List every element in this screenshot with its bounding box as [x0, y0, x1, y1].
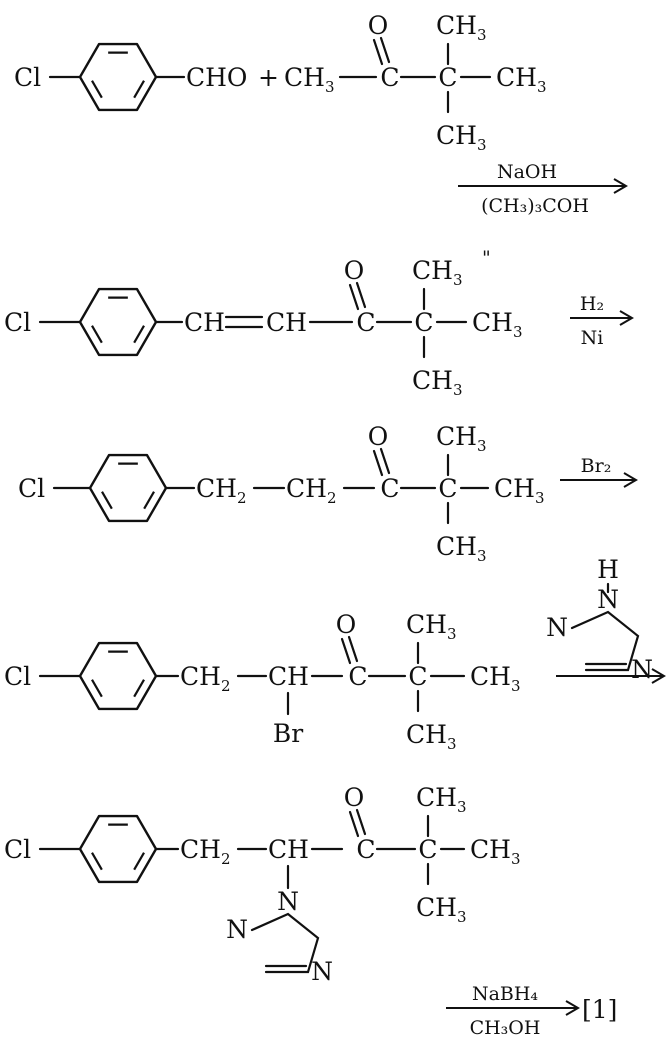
row2-benzene-double-bond-1: [133, 325, 145, 344]
row5-triazole-n-top: N: [277, 887, 299, 916]
row1-pinacolone-methyl-bottom: CH3: [436, 121, 486, 154]
row3-benzene: [88, 453, 168, 523]
row1-cho: CHO: [186, 63, 247, 92]
row3-cl: Cl: [18, 474, 45, 503]
row4-benzene-double-bond-1: [133, 679, 145, 698]
row3-tbu-ketone-co-bond-2: [379, 447, 391, 475]
reagent-1-top: NaOH: [497, 161, 557, 183]
reagent-4-triazole-h: H: [597, 555, 619, 584]
row1-pinacolone-carbonyl-o: O: [368, 11, 389, 40]
row5-ch2: CH2: [180, 835, 230, 868]
row3-tbu-ketone-quaternary-c: C: [438, 474, 457, 503]
row2-tbu-ketone-carbonyl-o: O: [344, 256, 365, 285]
row2-tbu-ketone-methyl-top: CH3: [412, 256, 462, 289]
row3-benzene-double-bond-2: [101, 491, 113, 510]
row3-tbu-ketone-methyl-bottom: CH3: [436, 532, 486, 565]
row4-tbu-ketone-methyl-right: CH3: [470, 662, 520, 695]
reagent-5-top: NaBH₄: [472, 983, 538, 1005]
row2-ch-2: CH: [266, 308, 307, 337]
row1-pinacolone-methyl-right: CH3: [496, 63, 546, 96]
row2-stray-mark: ": [482, 247, 491, 269]
row3-ch2-2: CH2: [286, 474, 336, 507]
row5-tbu-ketone-carbonyl-o: O: [344, 783, 365, 812]
row5-tbu-ketone-methyl-right: CH3: [470, 835, 520, 868]
row3-tbu-ketone-carbonyl-c: C: [380, 474, 399, 503]
arrow-3-head: [623, 472, 638, 488]
row1-pinacolone-co-bond-1: [372, 38, 384, 66]
row2-benzene-double-bond-2: [91, 325, 103, 344]
row2-benzene: [78, 287, 158, 357]
row3-tbu-ketone-carbonyl-o: O: [368, 422, 389, 451]
row1-benzene: [78, 42, 158, 112]
row4-tbu-ketone-quaternary-c: C: [408, 662, 427, 691]
row5-benzene-double-bond-2: [91, 852, 103, 871]
row3-benzene-double-bond-1: [143, 491, 155, 510]
arrow-4-head: [651, 668, 666, 684]
row2-tbu-ketone-methyl-right: CH3: [472, 308, 522, 341]
row5-tbu-ketone-methyl-bottom: CH3: [416, 893, 466, 926]
row5-benzene: [78, 814, 158, 884]
row1-pinacolone-methyl-top: CH3: [436, 11, 486, 44]
row2-tbu-ketone-methyl-bottom: CH3: [412, 366, 462, 399]
row4-br: Br: [273, 719, 303, 748]
row4-tbu-ketone-methyl-bottom: CH3: [406, 720, 456, 753]
row4-tbu-ketone-co-bond-2: [347, 635, 359, 663]
row5-tbu-ketone-co-bond-1: [348, 810, 360, 838]
row4-ch2: CH2: [180, 662, 230, 695]
row4-tbu-ketone-carbonyl-o: O: [336, 610, 357, 639]
row5-triazole-n-left: N: [226, 915, 248, 944]
row5-triazole-n-right: N: [311, 957, 333, 986]
row2-tbu-ketone-carbonyl-c: C: [356, 308, 375, 337]
row5-cl: Cl: [4, 835, 31, 864]
reagent-5-bottom: CH₃OH: [470, 1017, 541, 1039]
row4-benzene: [78, 641, 158, 711]
reagent-4-triazole-n-top: N: [597, 585, 619, 614]
row5-tbu-ketone-carbonyl-c: C: [356, 835, 375, 864]
row1-pinacolone-carbonyl-c: C: [380, 63, 399, 92]
row1-cl: Cl: [14, 63, 41, 92]
row5-benzene-double-bond-1: [133, 852, 145, 871]
row3-tbu-ketone-co-bond-1: [372, 449, 384, 477]
reagent-4-triazole-ring: [570, 610, 640, 672]
row5-tbu-ketone-quaternary-c: C: [418, 835, 437, 864]
row2-tbu-ketone-co-bond-1: [348, 283, 360, 311]
arrow-5-head: [565, 1000, 580, 1016]
row2-cl: Cl: [4, 308, 31, 337]
row3-tbu-ketone-methyl-top: CH3: [436, 422, 486, 455]
reagent-4-triazole-n-left: N: [546, 613, 568, 642]
product-label: [1]: [582, 995, 617, 1024]
row4-ch: CH: [268, 662, 309, 691]
row5-triazole-ring: [250, 912, 320, 974]
row1-methyl-ketone: CH3: [284, 63, 334, 96]
row3-tbu-ketone-methyl-right: CH3: [494, 474, 544, 507]
row5-ch: CH: [268, 835, 309, 864]
reagent-1-bottom: (CH₃)₃COH: [481, 195, 589, 217]
row5-tbu-ketone-co-bond-2: [355, 808, 367, 836]
reagent-4-triazole-n-right: N: [631, 655, 653, 684]
row4-benzene-double-bond-2: [91, 679, 103, 698]
row5-tbu-ketone-methyl-top: CH3: [416, 783, 466, 816]
row1-pinacolone-co-bond-2: [379, 36, 391, 64]
row1-benzene-double-bond-2: [91, 80, 103, 99]
row2-tbu-ketone-co-bond-2: [355, 281, 367, 309]
reagent-3-top: Br₂: [581, 455, 612, 477]
reagent-2-bottom: Ni: [581, 327, 604, 349]
row4-cl: Cl: [4, 662, 31, 691]
arrow-2-head: [619, 310, 634, 326]
row2-ch-1: CH: [184, 308, 225, 337]
row1-benzene-double-bond-1: [133, 80, 145, 99]
row4-tbu-ketone-methyl-top: CH3: [406, 610, 456, 643]
row4-tbu-ketone-co-bond-1: [340, 637, 352, 665]
row1-pinacolone-quaternary-c: C: [438, 63, 457, 92]
row3-ch2-1: CH2: [196, 474, 246, 507]
reagent-2-top: H₂: [580, 293, 604, 315]
row2-tbu-ketone-quaternary-c: C: [414, 308, 433, 337]
row1-plus: +: [258, 63, 279, 92]
row4-tbu-ketone-carbonyl-c: C: [348, 662, 367, 691]
arrow-1-head: [613, 178, 628, 194]
